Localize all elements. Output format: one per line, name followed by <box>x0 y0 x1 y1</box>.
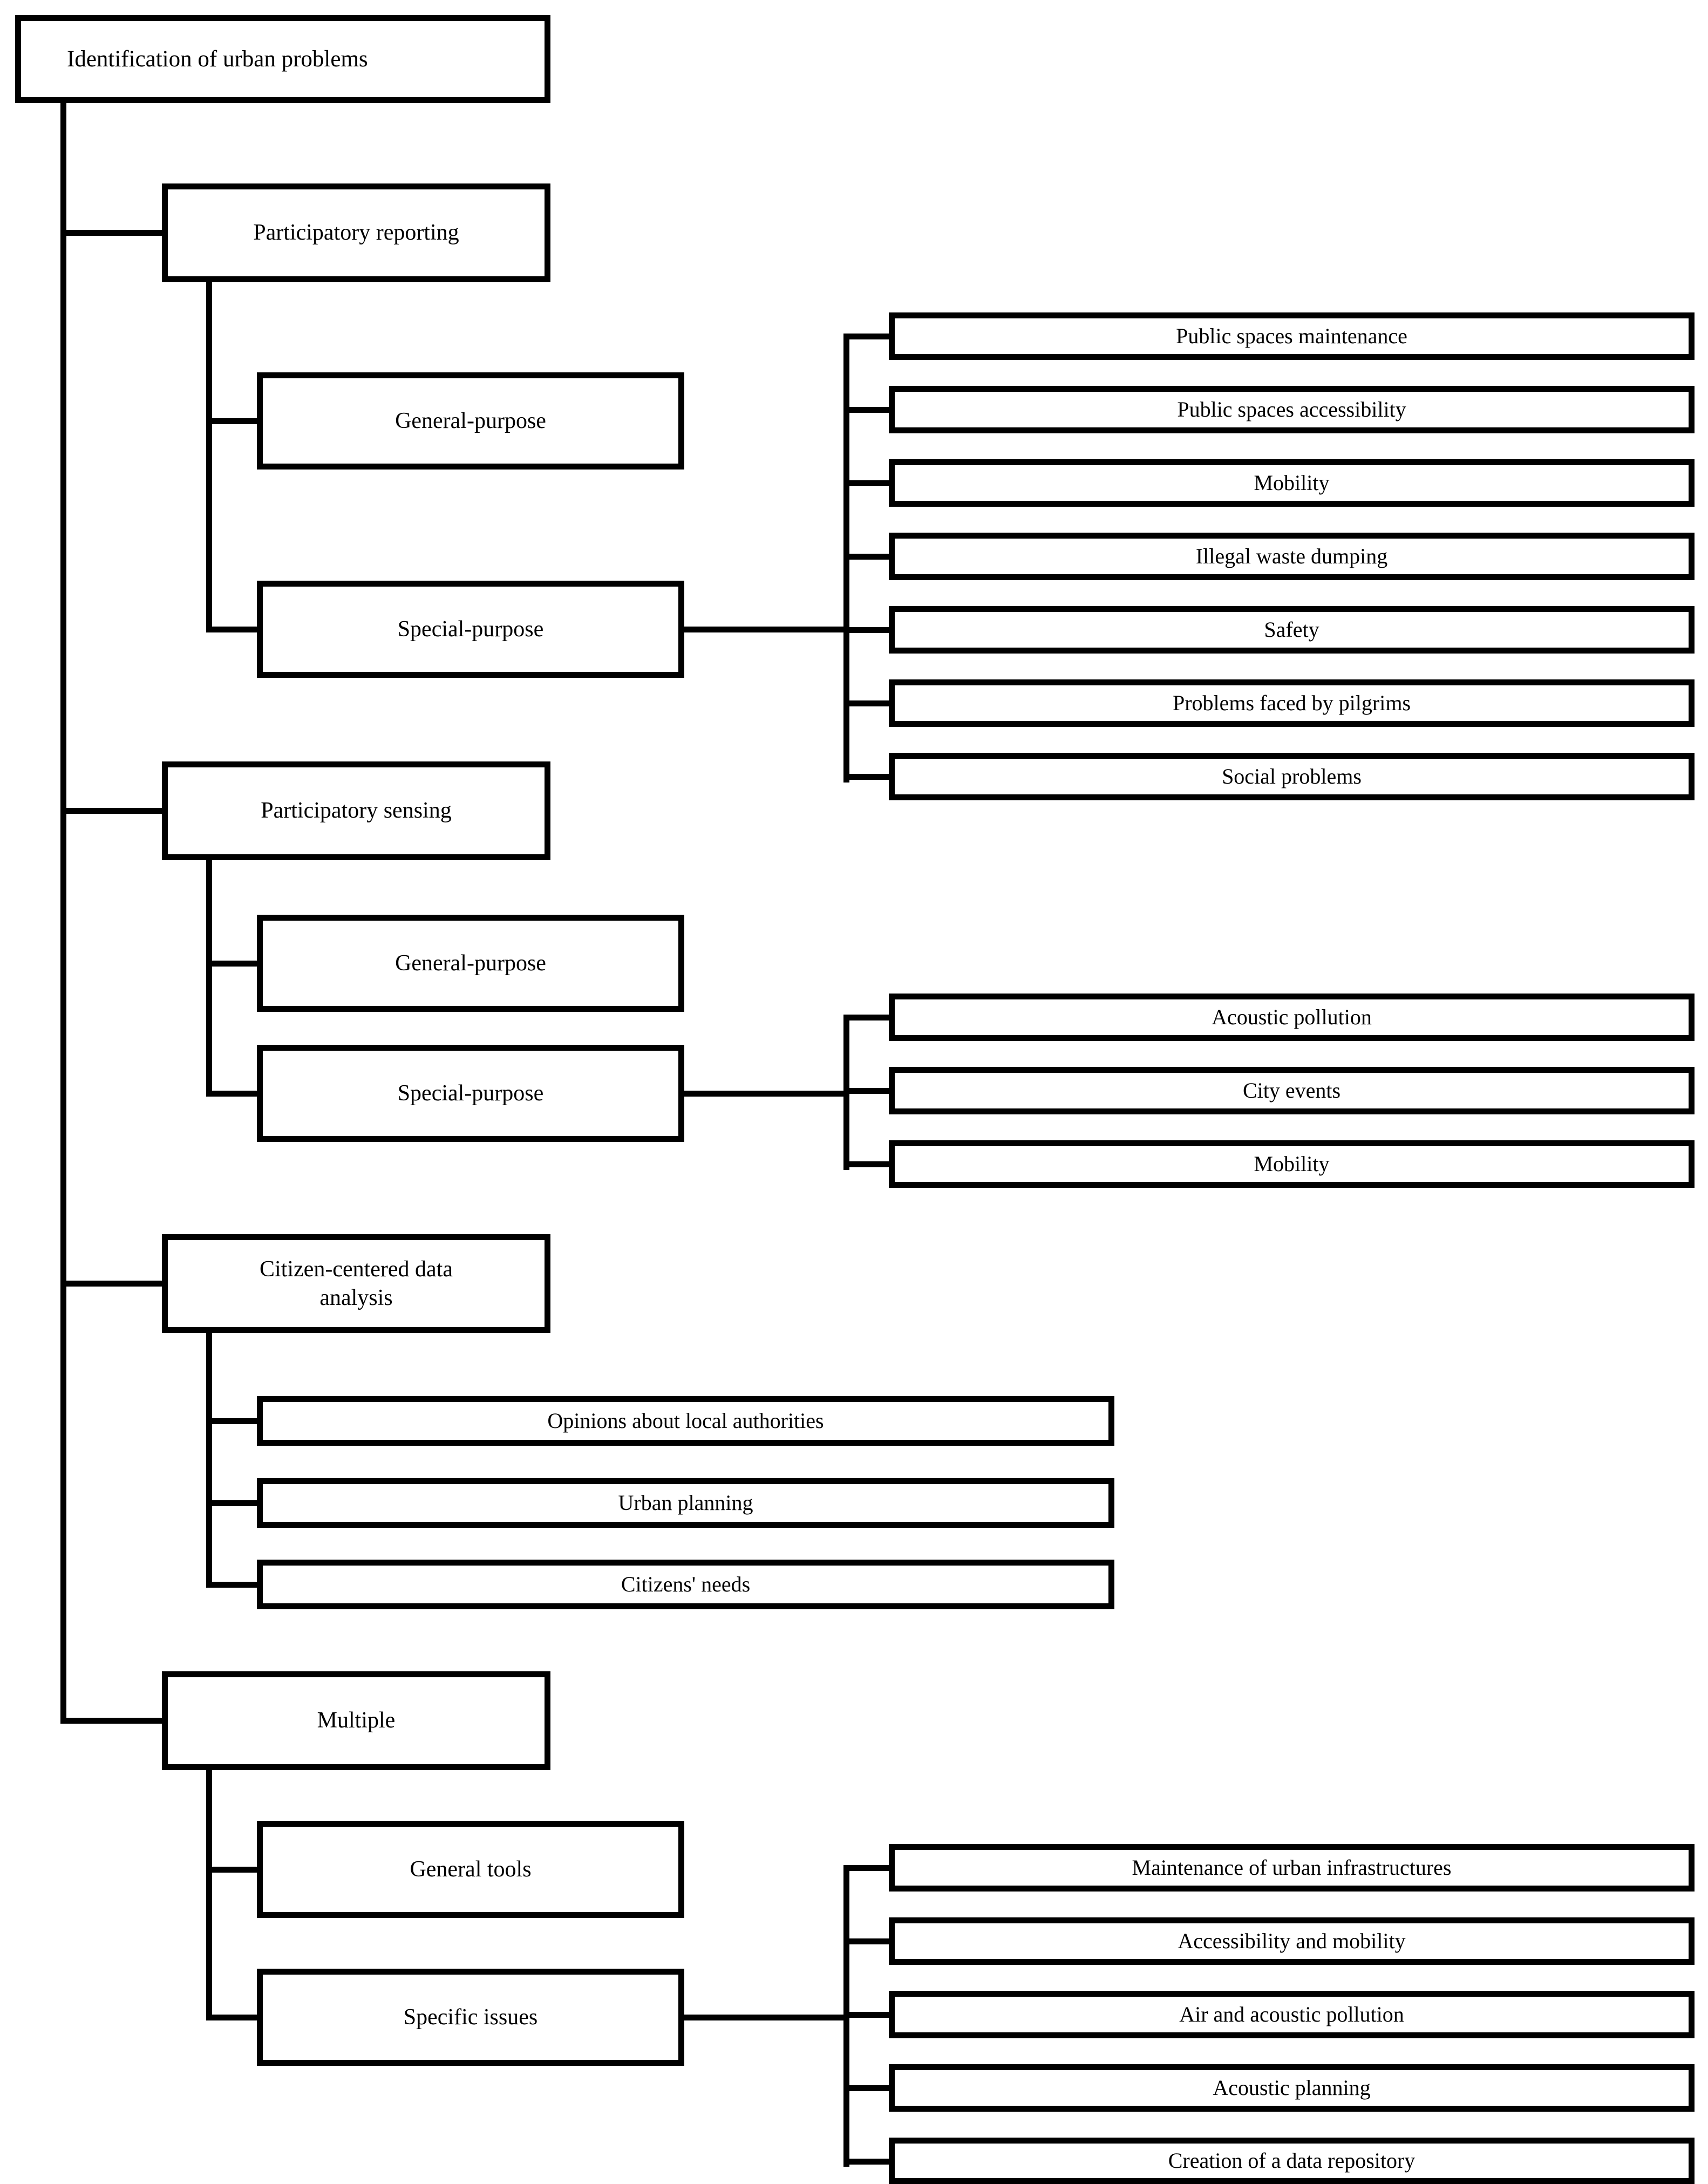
leaf-city-events: City events <box>889 1067 1695 1114</box>
connector-line <box>60 808 162 814</box>
branch-participatory-sensing: Participatory sensing <box>162 761 550 860</box>
connector-line <box>206 1500 257 1506</box>
connector-line <box>843 407 889 413</box>
root-node: Identification of urban problems <box>15 15 550 103</box>
branch-citizen-centered-data-analysis: Citizen-centered data analysis <box>162 1234 550 1333</box>
connector-line <box>60 1718 162 1724</box>
connector-line <box>843 774 889 780</box>
branch-multiple: Multiple <box>162 1671 550 1770</box>
connector-line <box>60 1281 162 1287</box>
connector-line <box>843 480 889 486</box>
child-sensing-special-purpose: Special-purpose <box>257 1045 684 1142</box>
child-specific-issues: Specific issues <box>257 1969 684 2066</box>
trunk-line <box>60 103 66 1723</box>
child-general-tools: General tools <box>257 1821 684 1918</box>
connector-line <box>206 1867 257 1873</box>
leaf-illegal-waste-dumping: Illegal waste dumping <box>889 533 1695 580</box>
connector-line <box>206 1091 257 1097</box>
connector-line <box>206 961 257 967</box>
leaf-acoustic-planning: Acoustic planning <box>889 2064 1695 2112</box>
connector-line <box>206 627 257 632</box>
connector-line <box>206 2015 257 2020</box>
connector-line <box>843 1938 889 1944</box>
connector-line <box>843 2159 889 2165</box>
branch-participatory-reporting: Participatory reporting <box>162 183 550 282</box>
connector-line <box>843 1015 889 1020</box>
leaf-creation-of-a-data-repository: Creation of a data repository <box>889 2138 1695 2184</box>
branch-line <box>206 1333 212 1588</box>
connector-line <box>843 2085 889 2091</box>
connector-line <box>684 627 849 632</box>
branch-label: Citizen-centered data analysis <box>260 1257 453 1310</box>
branch-line <box>206 282 212 632</box>
connector-line <box>684 2015 849 2020</box>
connector-line <box>206 418 257 424</box>
leaf-public-spaces-accessibility: Public spaces accessibility <box>889 386 1695 433</box>
connector-line <box>60 230 162 236</box>
connector-line <box>843 700 889 706</box>
connector-line <box>843 1865 889 1871</box>
leaf-accessibility-and-mobility: Accessibility and mobility <box>889 1917 1695 1965</box>
leaf-public-spaces-maintenance: Public spaces maintenance <box>889 312 1695 360</box>
leaf-acoustic-pollution: Acoustic pollution <box>889 994 1695 1041</box>
leaf-mobility-reporting: Mobility <box>889 459 1695 507</box>
child-opinions-about-local-authorities: Opinions about local authorities <box>257 1396 1114 1446</box>
branch-line <box>206 1770 212 2020</box>
connector-line <box>684 1091 849 1097</box>
child-urban-planning: Urban planning <box>257 1478 1114 1528</box>
child-sensing-general-purpose: General-purpose <box>257 915 684 1012</box>
branch-line <box>206 860 212 1097</box>
leaf-mobility-sensing: Mobility <box>889 1140 1695 1188</box>
connector-line <box>206 1418 257 1424</box>
connector-line <box>843 1161 889 1167</box>
child-reporting-special-purpose: Special-purpose <box>257 581 684 678</box>
connector-line <box>843 2012 889 2018</box>
connector-line <box>843 334 889 339</box>
leaf-problems-faced-by-pilgrims: Problems faced by pilgrims <box>889 679 1695 727</box>
leaf-maintenance-of-urban-infrastructures: Maintenance of urban infrastructures <box>889 1844 1695 1892</box>
connector-line <box>843 1088 889 1094</box>
connector-line <box>206 1582 257 1588</box>
child-citizens-needs: Citizens' needs <box>257 1560 1114 1609</box>
child-reporting-general-purpose: General-purpose <box>257 372 684 470</box>
connector-line <box>843 627 889 633</box>
leaf-air-and-acoustic-pollution: Air and acoustic pollution <box>889 1991 1695 2038</box>
leaf-safety: Safety <box>889 606 1695 654</box>
connector-line <box>843 554 889 560</box>
leaf-social-problems: Social problems <box>889 753 1695 800</box>
